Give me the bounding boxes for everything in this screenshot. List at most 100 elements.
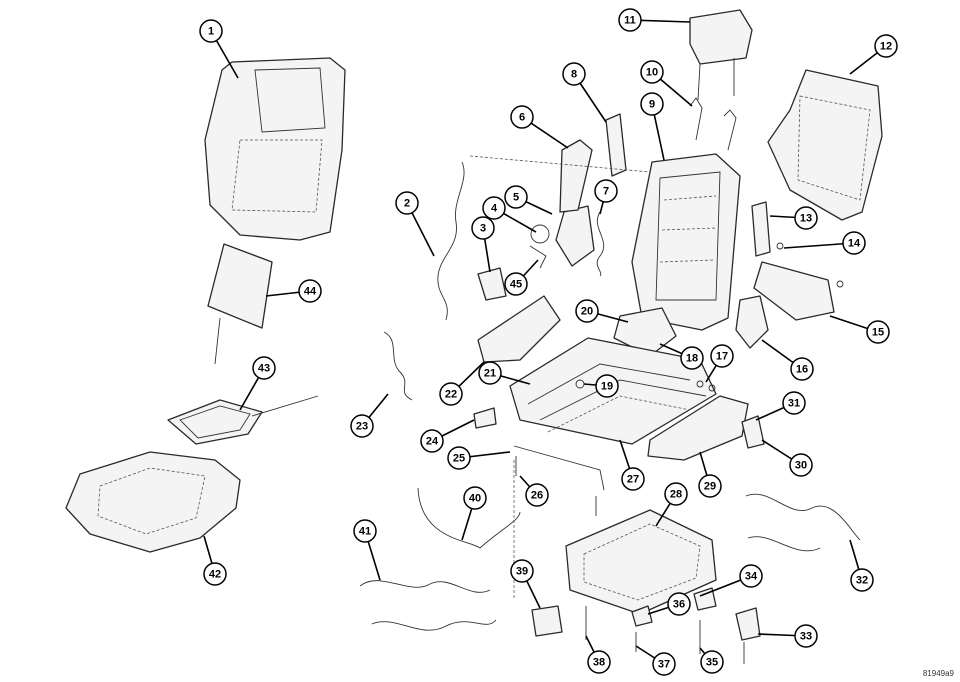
callout-32: 32: [850, 568, 874, 592]
part-connector-24: [473, 407, 497, 429]
callout-circle-22: [439, 382, 463, 406]
callout-circle-28: [664, 482, 688, 506]
callout-circle-32: [850, 568, 874, 592]
part-latch: [741, 415, 765, 449]
part-side-trim: [559, 139, 593, 213]
callout-number-33: 33: [800, 631, 812, 643]
callout-circle-17: [710, 344, 734, 368]
callout-number-40: 40: [469, 493, 481, 505]
callout-9: 9: [640, 92, 664, 116]
part-seat-back-frame: [631, 153, 741, 331]
callout-circle-16: [790, 357, 814, 381]
callout-number-34: 34: [745, 571, 758, 583]
callout-number-41: 41: [359, 526, 371, 538]
callout-20: 20: [575, 299, 599, 323]
callout-circle-30: [789, 453, 813, 477]
callout-circle-3: [471, 216, 495, 240]
callout-16: 16: [790, 357, 814, 381]
callout-number-9: 9: [649, 99, 655, 111]
callout-number-4: 4: [491, 203, 498, 215]
callout-circle-11: [618, 8, 642, 32]
callout-number-27: 27: [627, 474, 639, 486]
callout-10: 10: [640, 60, 664, 84]
callout-number-19: 19: [601, 381, 613, 393]
callout-36: 36: [667, 592, 691, 616]
callout-13: 13: [794, 206, 818, 230]
callout-number-14: 14: [848, 238, 861, 250]
part-side-shield-right: [647, 395, 749, 461]
part-fasteners-17: [696, 380, 716, 392]
callout-circle-31: [782, 391, 806, 415]
callout-circle-36: [667, 592, 691, 616]
callout-circle-19: [595, 374, 619, 398]
callout-circle-39: [510, 559, 534, 583]
callout-number-37: 37: [658, 659, 670, 671]
callout-circle-35: [700, 650, 724, 674]
callout-5: 5: [504, 185, 528, 209]
callout-3: 3: [471, 216, 495, 240]
callout-number-1: 1: [208, 26, 214, 38]
callout-circle-27: [621, 467, 645, 491]
part-wire-harness-left: [383, 331, 413, 401]
callout-43: 43: [252, 356, 276, 380]
callout-number-38: 38: [593, 657, 605, 669]
part-seat-back-panel: [767, 69, 883, 221]
callout-number-44: 44: [304, 286, 317, 298]
callout-40: 40: [463, 486, 487, 510]
callout-18: 18: [680, 346, 704, 370]
callout-25: 25: [447, 446, 471, 470]
callout-28: 28: [664, 482, 688, 506]
callout-45: 45: [504, 272, 528, 296]
callout-2: 2: [395, 191, 419, 215]
callout-number-5: 5: [513, 192, 519, 204]
callout-circle-15: [866, 320, 890, 344]
callout-19: 19: [595, 374, 619, 398]
part-recliner-cover: [735, 295, 769, 349]
callout-44: 44: [298, 279, 322, 303]
callout-number-12: 12: [880, 41, 892, 53]
callout-circle-43: [252, 356, 276, 380]
callout-circle-4: [482, 196, 506, 220]
callout-number-2: 2: [404, 198, 410, 210]
part-lower-back-trim: [753, 242, 844, 321]
callout-circle-14: [842, 231, 866, 255]
callout-number-3: 3: [480, 223, 486, 235]
callout-22: 22: [439, 382, 463, 406]
figure-reference-code: 81949a9: [922, 669, 954, 678]
callout-17: 17: [710, 344, 734, 368]
callout-circle-9: [640, 92, 664, 116]
callout-circle-29: [698, 474, 722, 498]
callout-number-18: 18: [686, 353, 698, 365]
callout-number-36: 36: [673, 599, 685, 611]
part-cushion-pan: [565, 509, 717, 615]
callout-number-26: 26: [531, 490, 543, 502]
callout-circle-2: [395, 191, 419, 215]
callout-41: 41: [353, 519, 377, 543]
callout-circle-8: [562, 62, 586, 86]
callout-circle-12: [874, 34, 898, 58]
callout-23: 23: [350, 414, 374, 438]
callout-circle-42: [203, 562, 227, 586]
callout-1: 1: [199, 19, 223, 43]
part-module-39: [531, 605, 563, 637]
part-bracket-3: [477, 267, 507, 301]
callout-number-24: 24: [426, 436, 439, 448]
callout-number-11: 11: [624, 15, 636, 27]
callout-number-13: 13: [800, 213, 812, 225]
callout-number-43: 43: [258, 363, 270, 375]
callout-number-17: 17: [716, 351, 728, 363]
callout-11: 11: [618, 8, 642, 32]
part-headrest: [689, 9, 753, 101]
callout-number-16: 16: [796, 364, 808, 376]
callout-circle-10: [640, 60, 664, 84]
callout-26: 26: [525, 483, 549, 507]
callout-circle-40: [463, 486, 487, 510]
callout-circle-21: [478, 361, 502, 385]
callout-circle-41: [353, 519, 377, 543]
callout-number-42: 42: [209, 569, 221, 581]
callout-circle-1: [199, 19, 223, 43]
callout-34: 34: [739, 564, 763, 588]
part-support-bar: [513, 445, 605, 516]
callout-circle-34: [739, 564, 763, 588]
callout-7: 7: [594, 179, 618, 203]
